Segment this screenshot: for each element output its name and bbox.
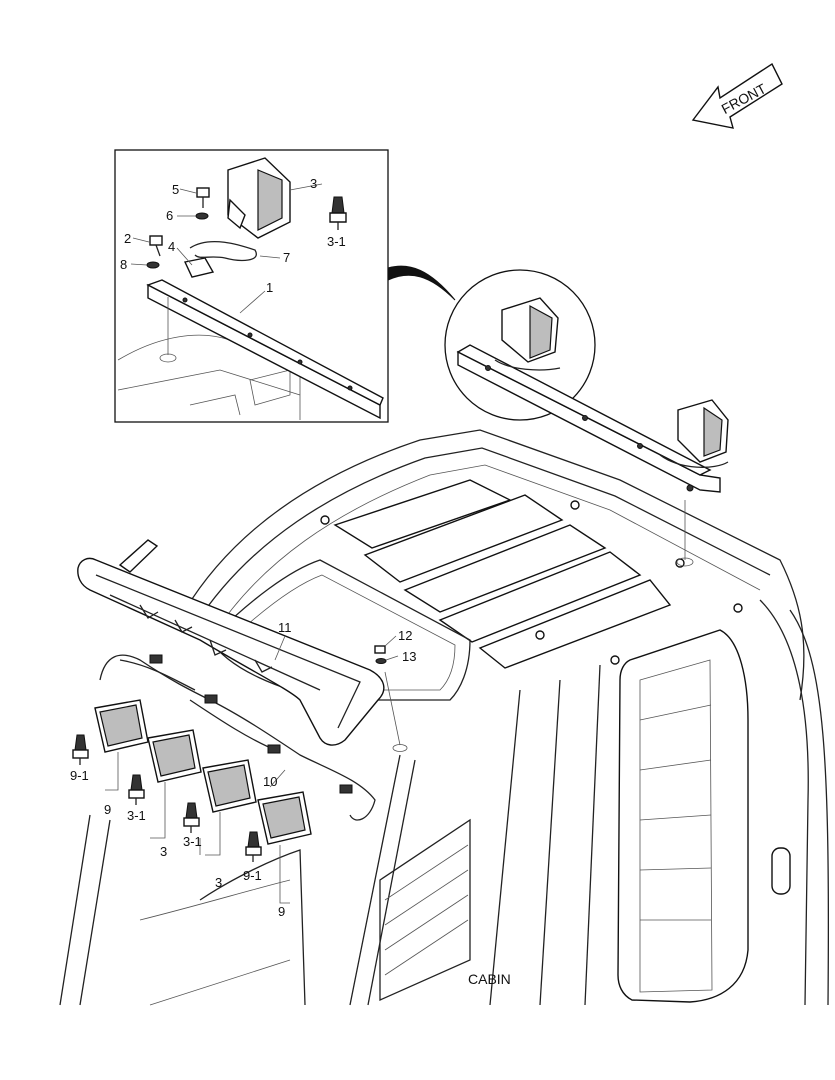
lamp-3-b xyxy=(202,759,257,813)
magnified-circle xyxy=(444,269,729,567)
detail-arrow xyxy=(387,265,456,301)
callout-11: 11 xyxy=(278,620,292,635)
lamp-3-a xyxy=(147,729,202,783)
callout-4: 4 xyxy=(168,239,175,254)
callout-8: 8 xyxy=(120,257,127,272)
callout-5: 5 xyxy=(172,182,179,197)
callout-3-inset: 3 xyxy=(310,176,317,191)
bulb-icon xyxy=(128,774,145,805)
callout-3-b: 3 xyxy=(215,875,222,890)
callout-13: 13 xyxy=(402,649,416,664)
callout-10: 10 xyxy=(263,774,277,789)
callout-2: 2 xyxy=(124,231,131,246)
detail-inset: 1 2 3 3-1 4 5 6 7 8 xyxy=(114,149,389,423)
callout-3-1-b: 3-1 xyxy=(183,834,202,849)
front-arrow: FRONT xyxy=(691,62,783,129)
callout-9-left: 9 xyxy=(104,802,111,817)
bulb-icons xyxy=(72,734,262,862)
lamp-9-left xyxy=(94,699,149,753)
callout-3-1-a: 3-1 xyxy=(127,808,146,823)
callout-3-a: 3 xyxy=(160,844,167,859)
cabin-body xyxy=(59,429,830,1006)
light-guard xyxy=(77,539,385,746)
callout-9-1-left: 9-1 xyxy=(70,768,89,783)
callout-6: 6 xyxy=(166,208,173,223)
callout-9-right: 9 xyxy=(278,904,285,919)
bulb-icon xyxy=(72,734,89,765)
bulb-icon xyxy=(245,831,262,862)
bolt-washer-12-13: 12 13 xyxy=(374,628,416,752)
callout-9-1-right: 9-1 xyxy=(243,868,262,883)
callout-1: 1 xyxy=(266,280,273,295)
callout-12: 12 xyxy=(398,628,412,643)
lamp-9-right xyxy=(257,791,312,845)
lamp-leaders xyxy=(105,752,290,904)
callout-7: 7 xyxy=(283,250,290,265)
bulb-icon xyxy=(183,802,200,833)
diagram-caption: CABIN xyxy=(468,971,511,987)
wire-harness xyxy=(99,654,376,821)
callout-3-1-inset: 3-1 xyxy=(327,234,346,249)
